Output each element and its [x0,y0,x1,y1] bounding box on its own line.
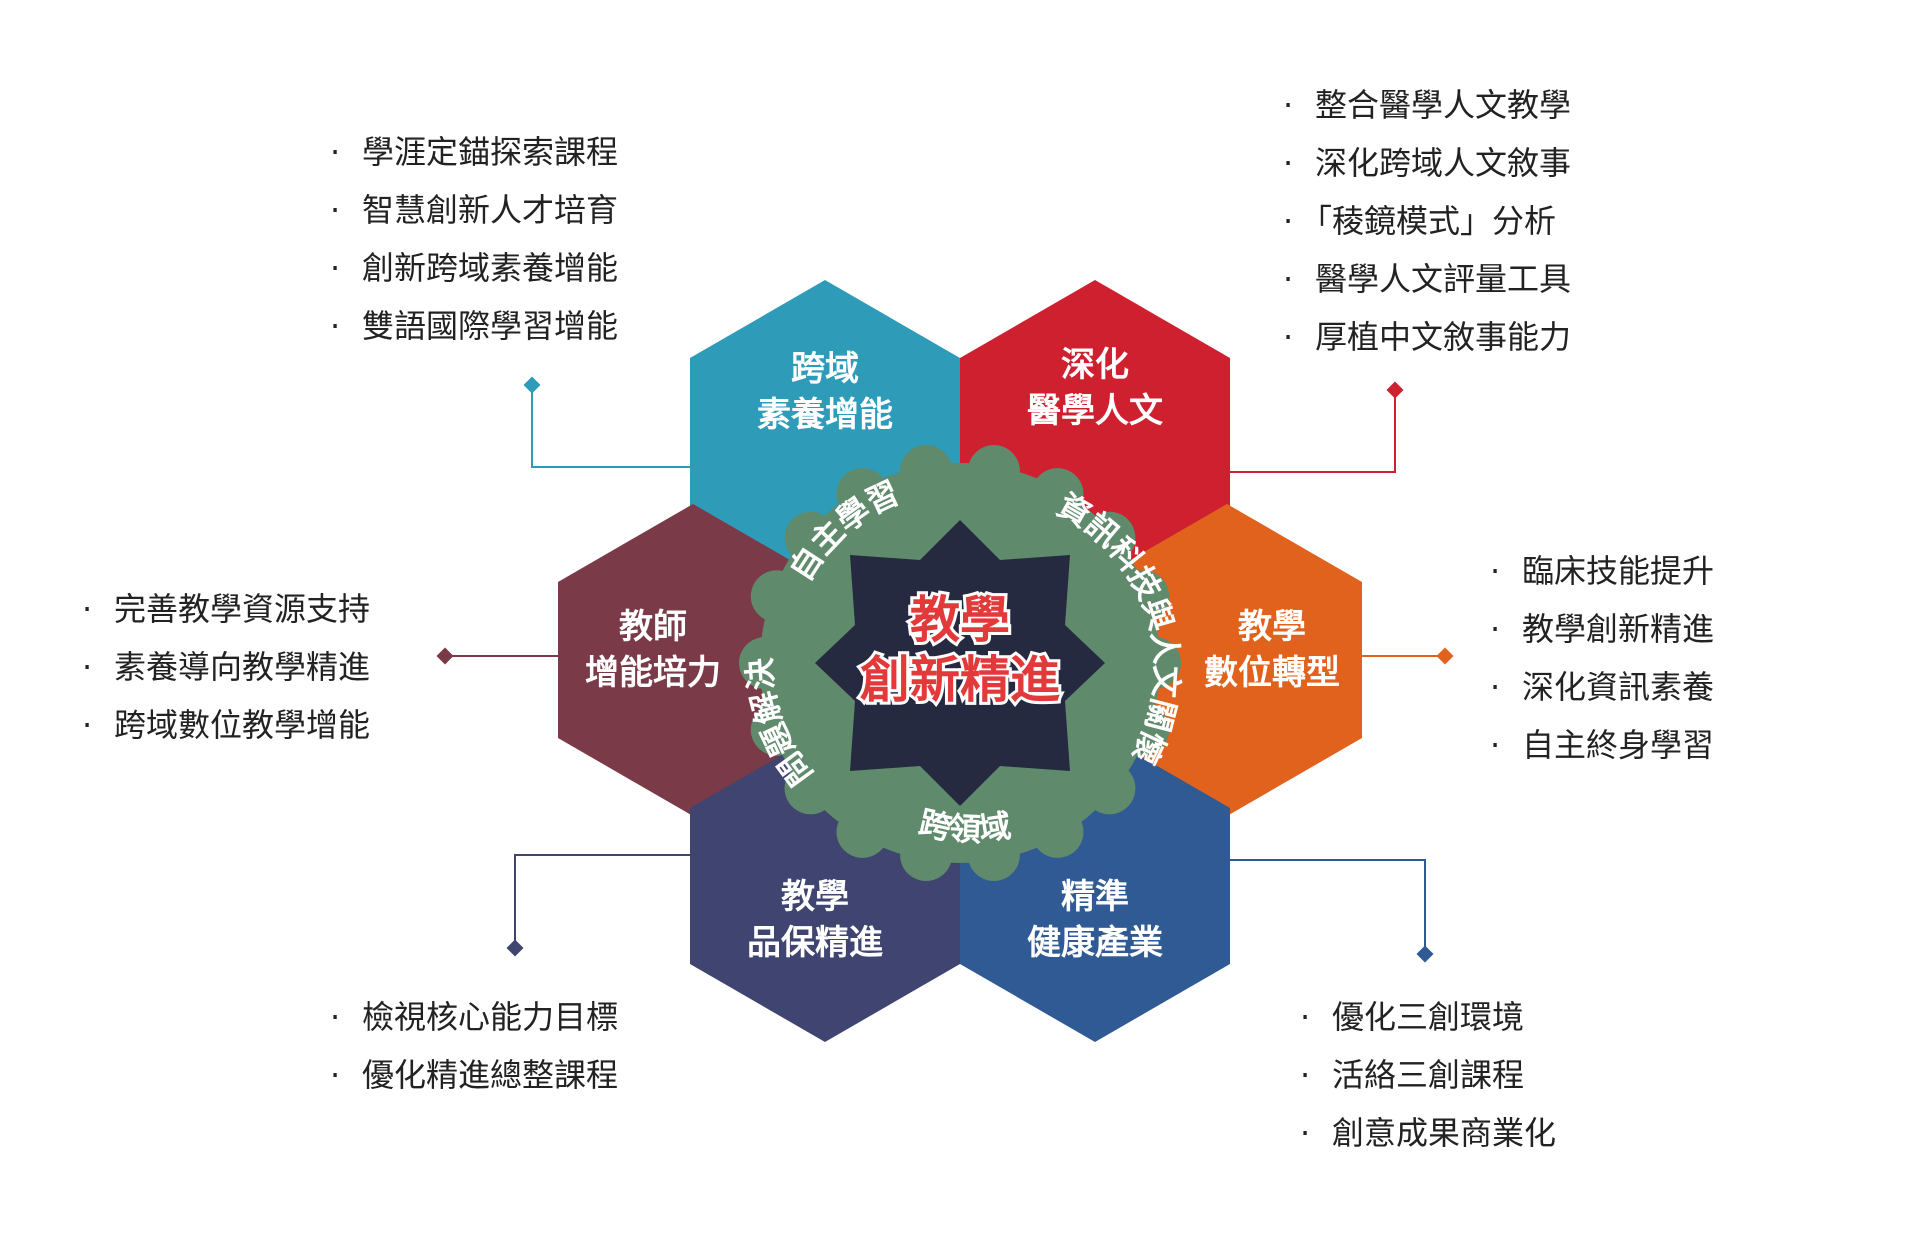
bullet-marker: · [330,191,340,229]
bullet-marker: · [1283,144,1293,182]
center-core [815,520,1105,806]
list-item: 智慧創新人才培育 [362,191,618,229]
list-item: 創新跨域素養增能 [362,249,618,287]
ring-bumps [739,445,1181,881]
connector-quality-diamond [506,939,524,957]
bullet-marker: · [1283,260,1293,298]
list-item: 創意成果商業化 [1332,1114,1556,1152]
bullet-marker: · [82,648,92,686]
list-item: 深化跨域人文敘事 [1315,144,1571,182]
bullets-digital: · 臨床技能提升 · 教學創新精進 · 深化資訊素養 · 自主終身學習 [1490,552,1714,764]
ring-bump [967,445,1020,497]
center-title-line2: 創新精進 [860,651,1060,709]
list-item: 優化三創環境 [1332,998,1524,1036]
bullets-cross: · 學涯定錨探索課程 · 智慧創新人才培育 · 創新跨域素養增能 · 雙語國際學… [330,133,618,345]
list-item: 整合醫學人文教學 [1315,86,1571,124]
bullet-marker: · [330,249,340,287]
bullet-marker: · [1490,552,1500,590]
bullet-marker: · [1300,1056,1310,1094]
green-ring [739,445,1181,881]
hex-digital-line2: 數位轉型 [1204,653,1340,693]
bullet-marker: · [1300,1114,1310,1152]
hex-medical-line2: 醫學人文 [1027,391,1163,431]
connectors [436,376,1454,963]
bullet-marker: · [1300,998,1310,1036]
ring-bump [1083,762,1136,815]
center-title: 教學 創新精進 [857,588,1063,712]
list-item: 「稜鏡模式」分析 [1300,202,1556,240]
hex-medical-line1: 深化 [1061,345,1129,385]
ring-bump [967,829,1020,881]
list-item: 活絡三創課程 [1332,1056,1524,1094]
hexagon-labels: 跨域 素養增能 深化 醫學人文 教學 數位轉型 精準 健康產業 教學 品保精進 … [585,345,1340,963]
bullet-marker: · [1283,202,1293,240]
ring-bump [784,762,837,815]
bullet-marker: · [1490,610,1500,648]
ring-bump [1129,637,1181,689]
list-item: 臨床技能提升 [1522,552,1714,590]
bullet-lists: · 學涯定錨探索課程 · 智慧創新人才培育 · 創新跨域素養增能 · 雙語國際學… [82,86,1714,1152]
ring-bump [1117,703,1170,756]
bullet-marker: · [330,1056,340,1094]
ring-bump [1031,805,1084,858]
list-item: 檢視核心能力目標 [362,998,618,1036]
bullet-marker: · [1490,726,1500,764]
bullet-marker: · [1490,668,1500,706]
bullets-teacher: · 完善教學資源支持 · 素養導向教學精進 · 跨域數位教學增能 [82,590,370,744]
hex-teacher-line2: 增能培力 [585,653,721,693]
hex-cross-line2: 素養增能 [757,395,893,435]
hex-cross-line1: 跨域 [791,349,859,389]
bullet-marker: · [330,998,340,1036]
bullet-marker: · [1283,318,1293,356]
connector-medical [1225,390,1396,473]
ring-bump [900,829,953,881]
list-item: 深化資訊素養 [1522,668,1714,706]
bullet-marker: · [82,706,92,744]
hex-health-line1: 精準 [1061,877,1129,917]
connector-cross [531,385,695,468]
bullet-marker: · [330,307,340,345]
hex-quality-line2: 品保精進 [747,923,883,963]
ring-bump [1031,468,1084,521]
connector-teacher-diamond [436,647,454,665]
connector-cross-diamond [523,376,541,394]
bullets-quality: · 檢視核心能力目標 · 優化精進總整課程 [330,998,618,1094]
bullet-marker: · [82,590,92,628]
ring-label-kuaiyu: 跨領域 [915,803,1013,849]
bullet-marker: · [330,133,340,171]
ring-bump [1083,511,1136,564]
connector-health-diamond [1416,945,1434,963]
list-item: 素養導向教學精進 [114,648,370,686]
hex-teacher-line1: 教師 [619,607,687,647]
hex-digital-line1: 教學 [1238,607,1306,647]
list-item: 自主終身學習 [1522,726,1714,764]
ring-bump [900,445,953,497]
connector-quality [514,854,695,948]
bullets-medical: · 整合醫學人文教學 · 深化跨域人文敘事 · 「稜鏡模式」分析 · 醫學人文評… [1283,86,1571,356]
ring-bump [1117,570,1170,623]
hex-quality-line1: 教學 [781,877,849,917]
bullet-marker: · [1283,86,1293,124]
list-item: 教學創新精進 [1522,610,1714,648]
center-title-line1: 教學 [910,591,1010,649]
bullets-health: · 優化三創環境 · 活絡三創課程 · 創意成果商業化 [1300,998,1556,1152]
list-item: 醫學人文評量工具 [1315,260,1571,298]
list-item: 完善教學資源支持 [114,590,370,628]
connector-medical-diamond [1386,381,1404,399]
ring-bump [836,805,889,858]
list-item: 厚植中文敘事能力 [1315,318,1571,356]
list-item: 跨域數位教學增能 [114,706,370,744]
ring-bump [750,703,803,756]
list-item: 雙語國際學習增能 [362,307,618,345]
ring-bump [784,511,837,564]
hex-health-line2: 健康產業 [1027,923,1163,963]
ring-bump [750,570,803,623]
ring-bump [836,468,889,521]
list-item: 優化精進總整課程 [362,1056,618,1094]
ring-bump [739,637,791,689]
connector-health [1225,859,1426,954]
connector-digital-diamond [1436,647,1454,665]
list-item: 學涯定錨探索課程 [362,133,618,171]
